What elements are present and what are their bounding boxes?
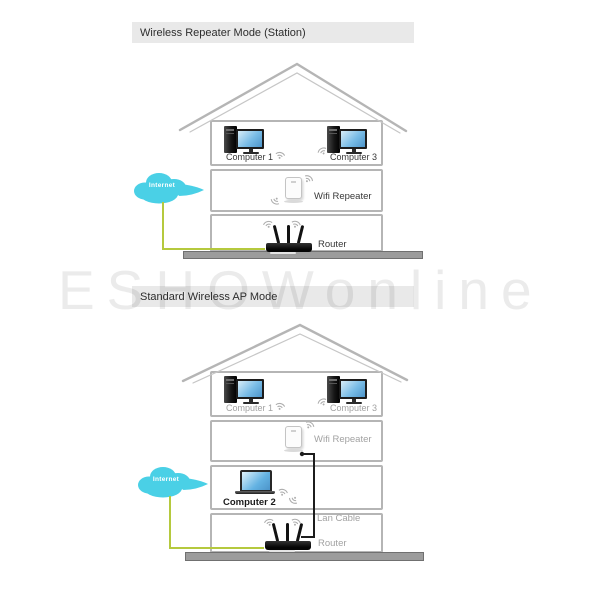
computer-monitor-icon xyxy=(236,129,266,154)
computer-monitor-icon xyxy=(339,379,369,404)
computer-monitor-icon xyxy=(236,379,266,404)
router-antenna-icon xyxy=(271,522,279,543)
router-antenna-icon xyxy=(286,523,289,542)
computer2-label: Computer 2 xyxy=(223,497,276,508)
desktop-computer-1-icon xyxy=(224,376,266,406)
wifi-repeater-label: Wifi Repeater xyxy=(314,434,372,445)
ap-mode-title: Standard Wireless AP Mode xyxy=(140,291,278,303)
router-antenna-icon xyxy=(296,224,304,245)
router-body xyxy=(265,541,311,552)
wifi-repeater-device-icon xyxy=(283,177,303,204)
internet-label: Internet xyxy=(152,476,180,483)
wifi-repeater-device-icon xyxy=(283,426,303,453)
computer3-label: Computer 3 xyxy=(330,152,378,162)
internet-cloud-icon: Internet xyxy=(129,170,205,208)
top-house-ground xyxy=(183,251,423,259)
router-label: Router xyxy=(318,538,347,549)
wifi-signal-icon xyxy=(273,146,288,161)
ap-mode-title-bar xyxy=(132,286,414,307)
router-device-icon xyxy=(266,221,312,254)
repeater-mode-title-bar: Wireless Repeater Mode (Station) xyxy=(132,22,414,43)
router-device-icon xyxy=(265,519,311,552)
computer1-label: Computer 1 xyxy=(226,152,274,162)
computer3-label: Computer 3 xyxy=(330,403,378,413)
internet-label: Internet xyxy=(148,182,176,189)
router-label: Router xyxy=(318,239,347,250)
router-antenna-icon xyxy=(272,224,280,245)
bottom-house-ground xyxy=(185,552,424,561)
router-antenna-icon xyxy=(287,225,290,244)
laptop-computer-2-icon xyxy=(235,470,275,497)
internet-cloud-icon: Internet xyxy=(133,464,209,502)
wifi-repeater-label: Wifi Repeater xyxy=(314,191,372,202)
router-antenna-icon xyxy=(295,522,303,543)
computer1-label: Computer 1 xyxy=(226,403,274,413)
wifi-signal-icon xyxy=(273,397,288,412)
router-body xyxy=(266,243,312,254)
lan-cable-label: Lan Cable xyxy=(317,513,361,524)
repeater-mode-title: Wireless Repeater Mode (Station) xyxy=(140,26,306,39)
computer-monitor-icon xyxy=(339,129,369,154)
desktop-computer-3-icon xyxy=(327,376,369,406)
